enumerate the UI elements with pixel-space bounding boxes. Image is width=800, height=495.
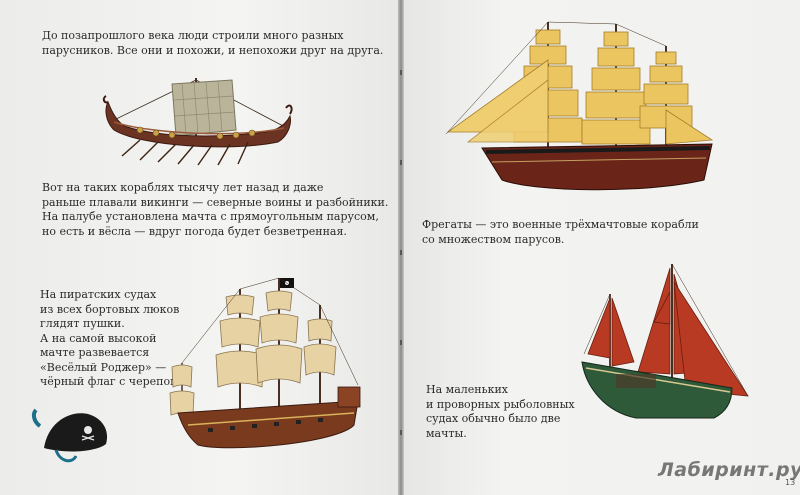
book-gutter (398, 0, 404, 495)
fishing-boat-illustration (581, 263, 749, 419)
binding-stitch (400, 340, 402, 345)
viking-text: Вот на таких кораблях тысячу лет назад и… (42, 181, 389, 238)
watermark-logo: Лабиринт.ру (658, 459, 800, 481)
page-number: 13 (785, 478, 796, 487)
binding-stitch (400, 250, 402, 255)
binding-stitch (400, 430, 402, 435)
intro-text: До позапрошлого века люди строили много … (42, 29, 384, 57)
frigate-illustration (445, 21, 714, 191)
left-page: До позапрошлого века люди строили много … (0, 0, 398, 495)
pirate-text: На пиратских судах из всех бортовых люко… (40, 288, 183, 388)
binding-stitch (400, 70, 402, 75)
fishing-text: На маленьких и проворных рыболовных суда… (426, 383, 575, 440)
right-page: Фрегаты — это военные трёхмачтовые кораб… (404, 0, 800, 495)
frigate-text: Фрегаты — это военные трёхмачтовые кораб… (422, 218, 699, 246)
pirate-ship-illustration (169, 277, 361, 449)
pirate-hat-illustration (31, 408, 108, 463)
viking-ship-illustration (102, 78, 293, 166)
binding-stitch (400, 160, 402, 165)
